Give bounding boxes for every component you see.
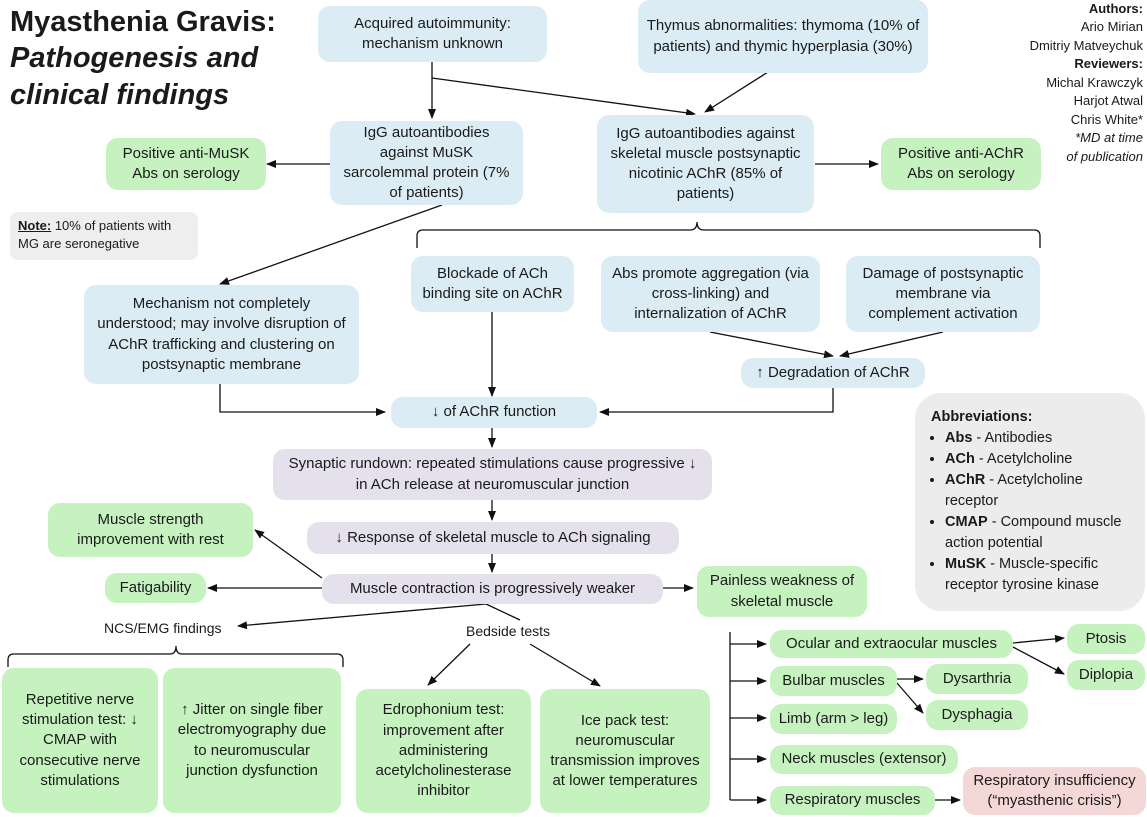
strength-improvement-node: Muscle strength improvement with rest bbox=[48, 503, 253, 557]
title-line-3: clinical findings bbox=[10, 78, 230, 111]
author-name: Dmitriy Matveychuk bbox=[1029, 37, 1143, 53]
abbreviation-definition: - Acetylcholine bbox=[974, 451, 1073, 468]
respiratory-muscles-node: Respiratory muscles bbox=[770, 786, 935, 815]
bedside-tests-label: Bedside tests bbox=[466, 623, 551, 639]
note-label: Note: bbox=[18, 218, 52, 233]
synaptic-rundown-node: Synaptic rundown: repeated stimulations … bbox=[273, 449, 712, 500]
blockade-node: Blockade of ACh binding site on AChR bbox=[411, 256, 574, 312]
ice-pack-test-node: Ice pack test: neuromuscular transmissio… bbox=[540, 689, 710, 813]
acquired-autoimmunity-node: Acquired autoimmunity: mechanism unknown bbox=[318, 6, 547, 62]
ptosis-node: Ptosis bbox=[1067, 624, 1145, 654]
credits: Authors: Ario Mirian Dmitriy Matveychuk … bbox=[1030, 0, 1143, 166]
page-title: Myasthenia Gravis: Pathogenesis and clin… bbox=[10, 4, 276, 113]
mechanism-unknown-node: Mechanism not completely understood; may… bbox=[84, 285, 359, 384]
anti-musk-serology-node: Positive anti-MuSK Abs on serology bbox=[106, 138, 266, 190]
jitter-node: ↑ Jitter on single fiber electromyograph… bbox=[163, 668, 341, 813]
limb-muscles-node: Limb (arm > leg) bbox=[770, 704, 897, 734]
reviewer-name: Michal Krawczyk bbox=[1046, 74, 1143, 90]
aggregation-node: Abs promote aggregation (via cross-linki… bbox=[601, 256, 820, 332]
abbreviation-definition: - Antibodies bbox=[972, 430, 1053, 447]
reviewer-name: Harjot Atwal bbox=[1073, 93, 1143, 109]
abbreviation-item: AChR - Acetylcholine receptor bbox=[945, 470, 1135, 512]
muscle-contraction-node: Muscle contraction is progressively weak… bbox=[322, 574, 663, 604]
dysphagia-node: Dysphagia bbox=[926, 700, 1028, 730]
note-text: 10% of patients with MG are seronegative bbox=[18, 218, 172, 252]
reviewer-name: Chris White* bbox=[1070, 111, 1143, 127]
diplopia-node: Diplopia bbox=[1067, 660, 1145, 690]
musk-antibodies-node: IgG autoantibodies against MuSK sarcolem… bbox=[330, 121, 523, 205]
repetitive-stimulation-node: Repetitive nerve stimulation test: ↓ CMA… bbox=[2, 668, 158, 813]
abbreviation-item: Abs - Antibodies bbox=[945, 428, 1135, 449]
abbreviation-item: ACh - Acetylcholine bbox=[945, 449, 1135, 470]
footnote: of publication bbox=[1066, 148, 1143, 164]
ncs-emg-label: NCS/EMG findings bbox=[104, 620, 222, 636]
abbreviation-definition: - Acetylcholine receptor bbox=[945, 472, 1083, 510]
thymus-abnormalities-node: Thymus abnormalities: thymoma (10% of pa… bbox=[638, 0, 928, 73]
authors-heading: Authors: bbox=[1088, 1, 1143, 16]
neck-muscles-node: Neck muscles (extensor) bbox=[770, 745, 958, 774]
abbreviation-item: MuSK - Muscle-specific receptor tyrosine… bbox=[945, 554, 1135, 596]
ocular-muscles-node: Ocular and extraocular muscles bbox=[770, 630, 1013, 658]
bulbar-muscles-node: Bulbar muscles bbox=[770, 666, 897, 696]
abbreviation-term: Abs bbox=[945, 430, 973, 447]
achr-function-node: ↓ of AChR function bbox=[391, 397, 597, 428]
title-line-1: Myasthenia Gravis: bbox=[10, 6, 276, 38]
abbreviation-definition: - Compound muscle action potential bbox=[945, 514, 1122, 552]
fatigability-node: Fatigability bbox=[105, 573, 206, 603]
abbreviations-list: Abs - Antibodies ACh - Acetylcholine ACh… bbox=[931, 428, 1135, 596]
abbreviation-term: AChR bbox=[945, 472, 986, 489]
seronegative-note: Note: 10% of patients with MG are serone… bbox=[10, 212, 198, 260]
degradation-node: ↑ Degradation of AChR bbox=[741, 358, 925, 388]
respiratory-insufficiency-node: Respiratory insufficiency (“myasthenic c… bbox=[963, 767, 1146, 815]
abbreviations-panel: Abbreviations: Abs - Antibodies ACh - Ac… bbox=[915, 393, 1145, 611]
author-name: Ario Mirian bbox=[1080, 19, 1143, 35]
abbreviation-item: CMAP - Compound muscle action potential bbox=[945, 512, 1135, 554]
achr-antibodies-node: IgG autoantibodies against skeletal musc… bbox=[597, 115, 814, 213]
dysarthria-node: Dysarthria bbox=[926, 664, 1028, 694]
anti-achr-serology-node: Positive anti-AChR Abs on serology bbox=[881, 138, 1041, 190]
abbreviation-term: CMAP bbox=[945, 514, 988, 531]
footnote: *MD at time bbox=[1075, 130, 1143, 146]
reviewers-heading: Reviewers: bbox=[1074, 56, 1143, 72]
title-line-2: Pathogenesis and bbox=[10, 42, 259, 75]
edrophonium-test-node: Edrophonium test: improvement after admi… bbox=[356, 689, 531, 813]
abbreviation-definition: - Muscle-specific receptor tyrosine kina… bbox=[945, 556, 1099, 594]
complement-damage-node: Damage of postsynaptic membrane via comp… bbox=[846, 256, 1040, 332]
muscle-response-node: ↓ Response of skeletal muscle to ACh sig… bbox=[307, 522, 679, 554]
abbreviation-term: MuSK bbox=[945, 556, 987, 573]
abbreviation-term: ACh bbox=[945, 451, 975, 468]
painless-weakness-node: Painless weakness of skeletal muscle bbox=[697, 566, 867, 617]
abbreviations-heading: Abbreviations: bbox=[931, 409, 1033, 425]
